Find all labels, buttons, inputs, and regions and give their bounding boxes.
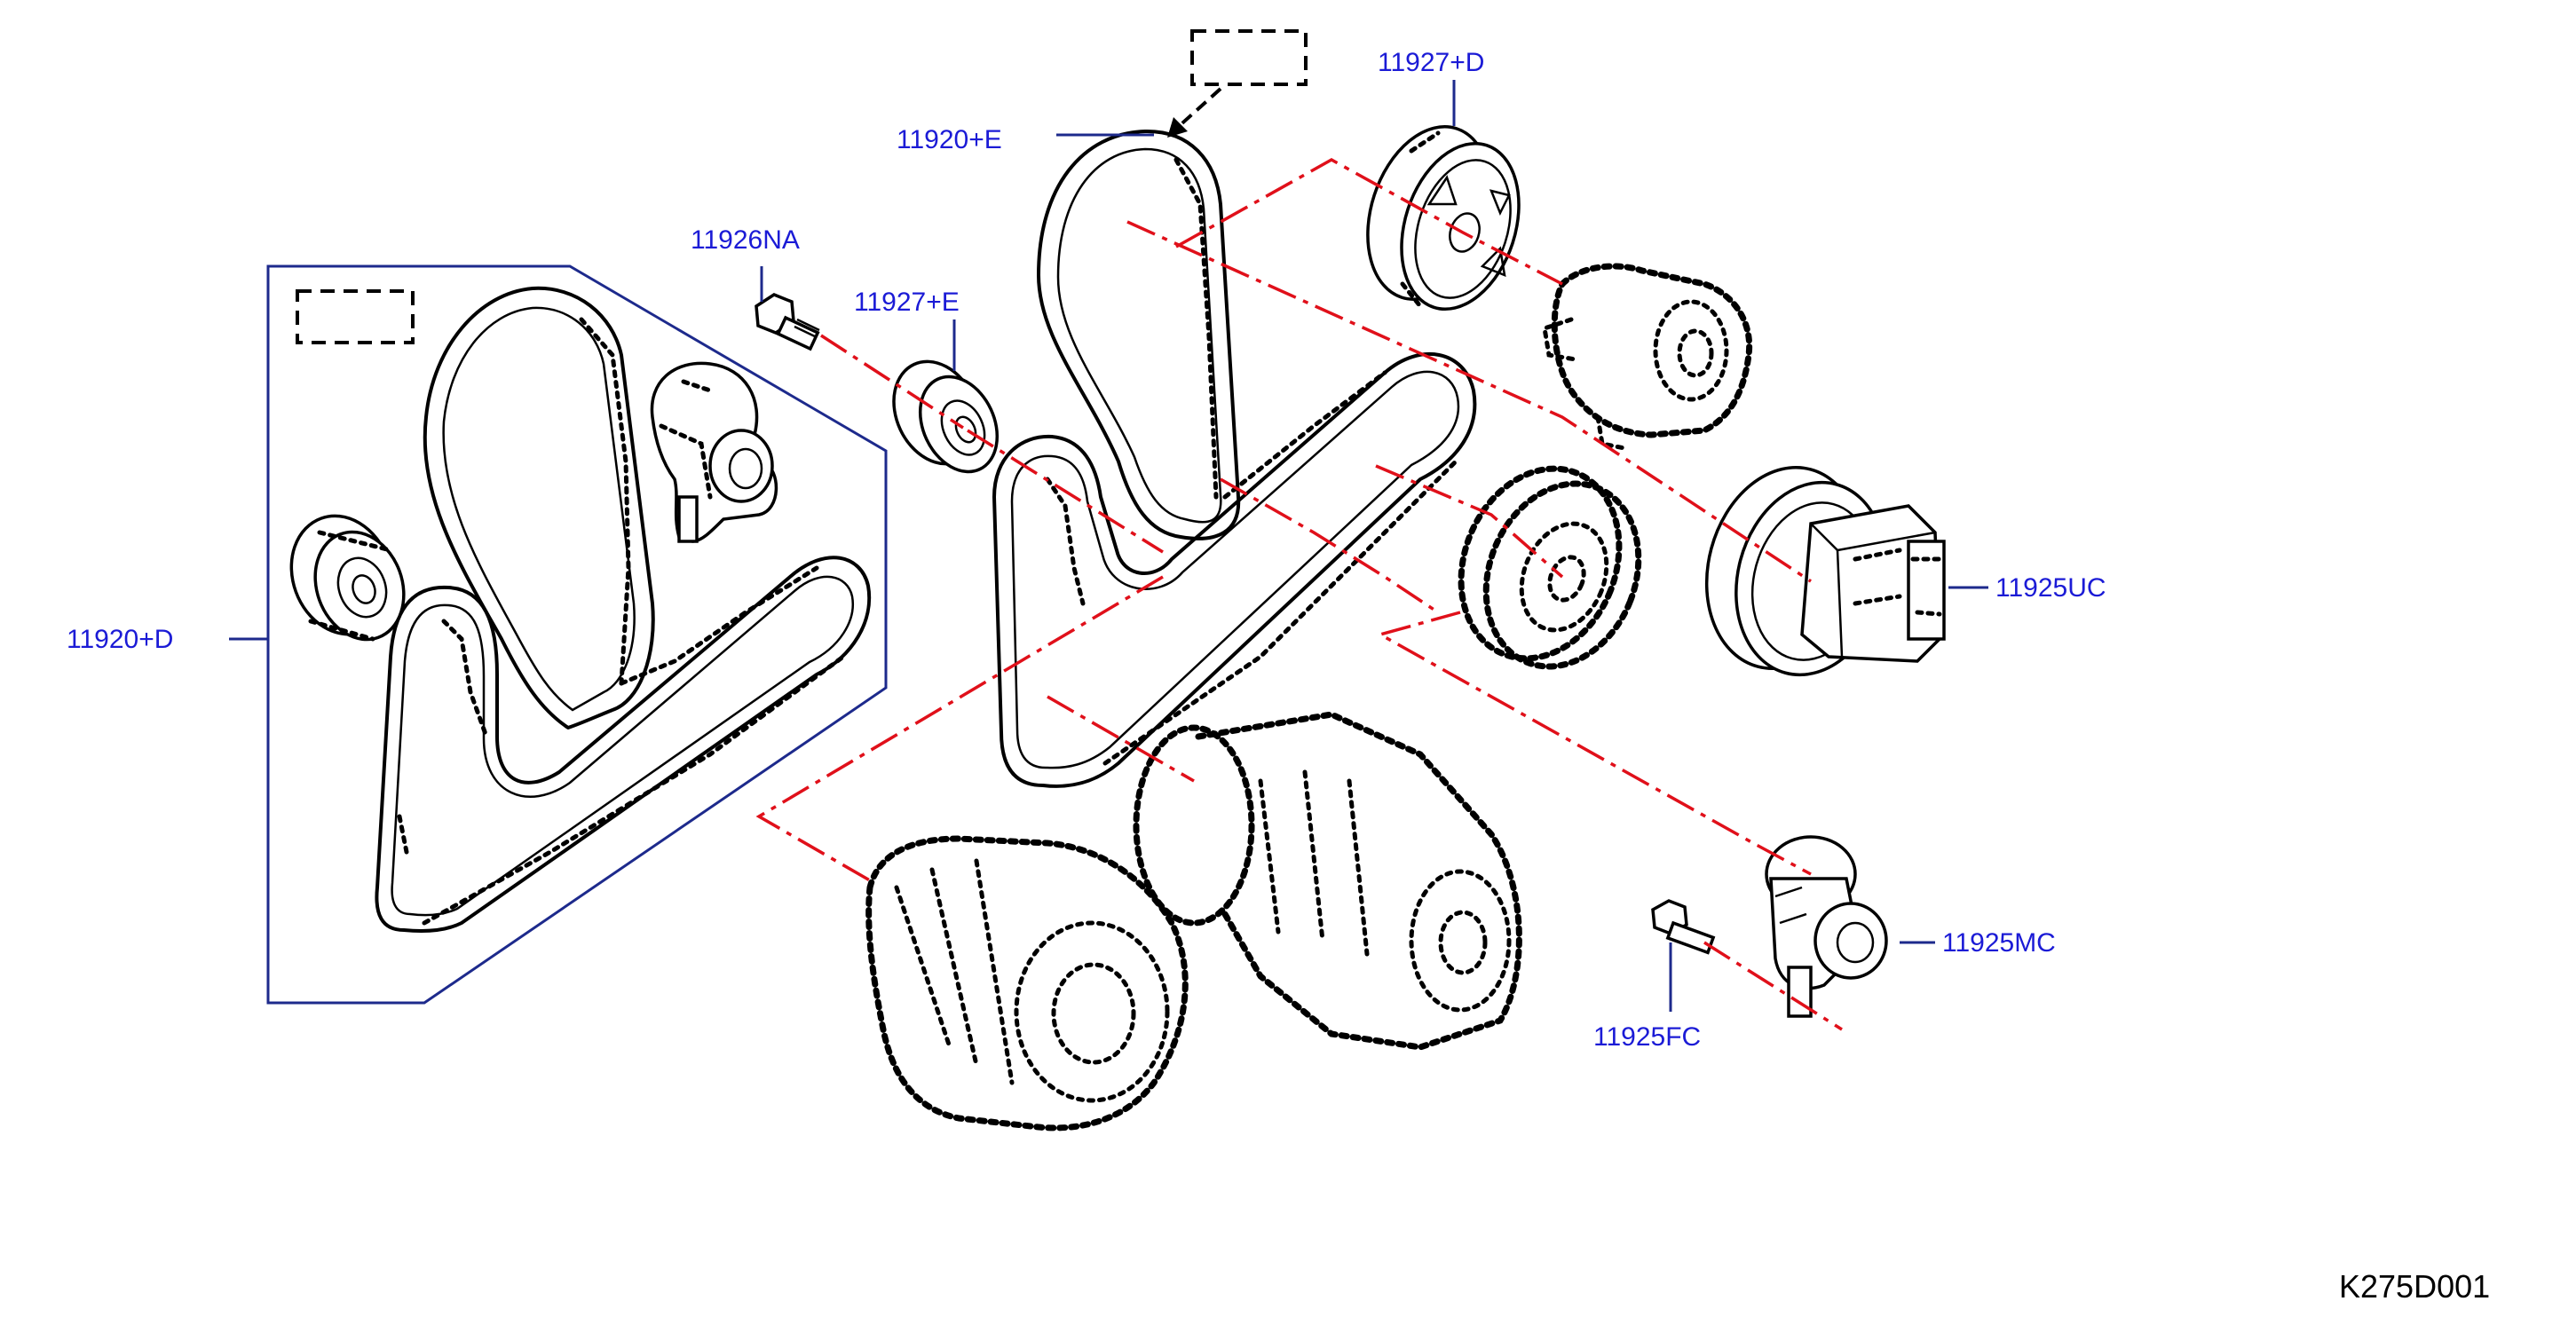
arrow-head-icon (1167, 117, 1188, 138)
drawing-id: K275D001 (2339, 1268, 2490, 1305)
belt-11920d-drawing (375, 286, 872, 934)
kit-placeholder-dashed-box (296, 289, 415, 344)
callout-11925mc[interactable]: 11925MC (1942, 928, 2056, 958)
callout-11920e[interactable]: 11920+E (897, 125, 1002, 154)
belt-e-placeholder-arrow (1174, 87, 1222, 130)
callout-11926na[interactable]: 11926NA (691, 225, 800, 255)
pulley-11927d-drawing (1366, 125, 1521, 312)
bolt-11925fc-drawing (1651, 899, 1716, 955)
alignment-centerlines (755, 157, 1843, 1031)
callout-11927d[interactable]: 11927+D (1378, 48, 1484, 77)
kit-tensioner-drawing (650, 361, 778, 543)
kit-boundary-outline (266, 264, 888, 1005)
crank-pulley-reference-drawing (1458, 465, 1642, 670)
callout-11925fc[interactable]: 11925FC (1593, 1022, 1701, 1052)
belt-11920e-drawing (992, 129, 1477, 788)
bolt-11926na-drawing (755, 293, 820, 351)
idler-11927e-drawing (892, 359, 1000, 474)
callout-leader-lines (229, 80, 1988, 1012)
tensioner-11925uc-drawing (1704, 466, 1946, 677)
alternator-reference-drawing (865, 835, 1189, 1132)
callout-11925uc[interactable]: 11925UC (1995, 573, 2106, 603)
belt-e-placeholder-dashed-box (1190, 29, 1308, 86)
power-steering-pump-reference-drawing (1542, 263, 1753, 451)
kit-idler-pulley-drawing (289, 514, 406, 642)
callout-11927e[interactable]: 11927+E (854, 288, 960, 317)
ac-compressor-reference-drawing (1133, 711, 1522, 1051)
tensioner-11925mc-drawing (1765, 835, 1888, 1018)
callout-11920d[interactable]: 11920+D (67, 625, 173, 654)
